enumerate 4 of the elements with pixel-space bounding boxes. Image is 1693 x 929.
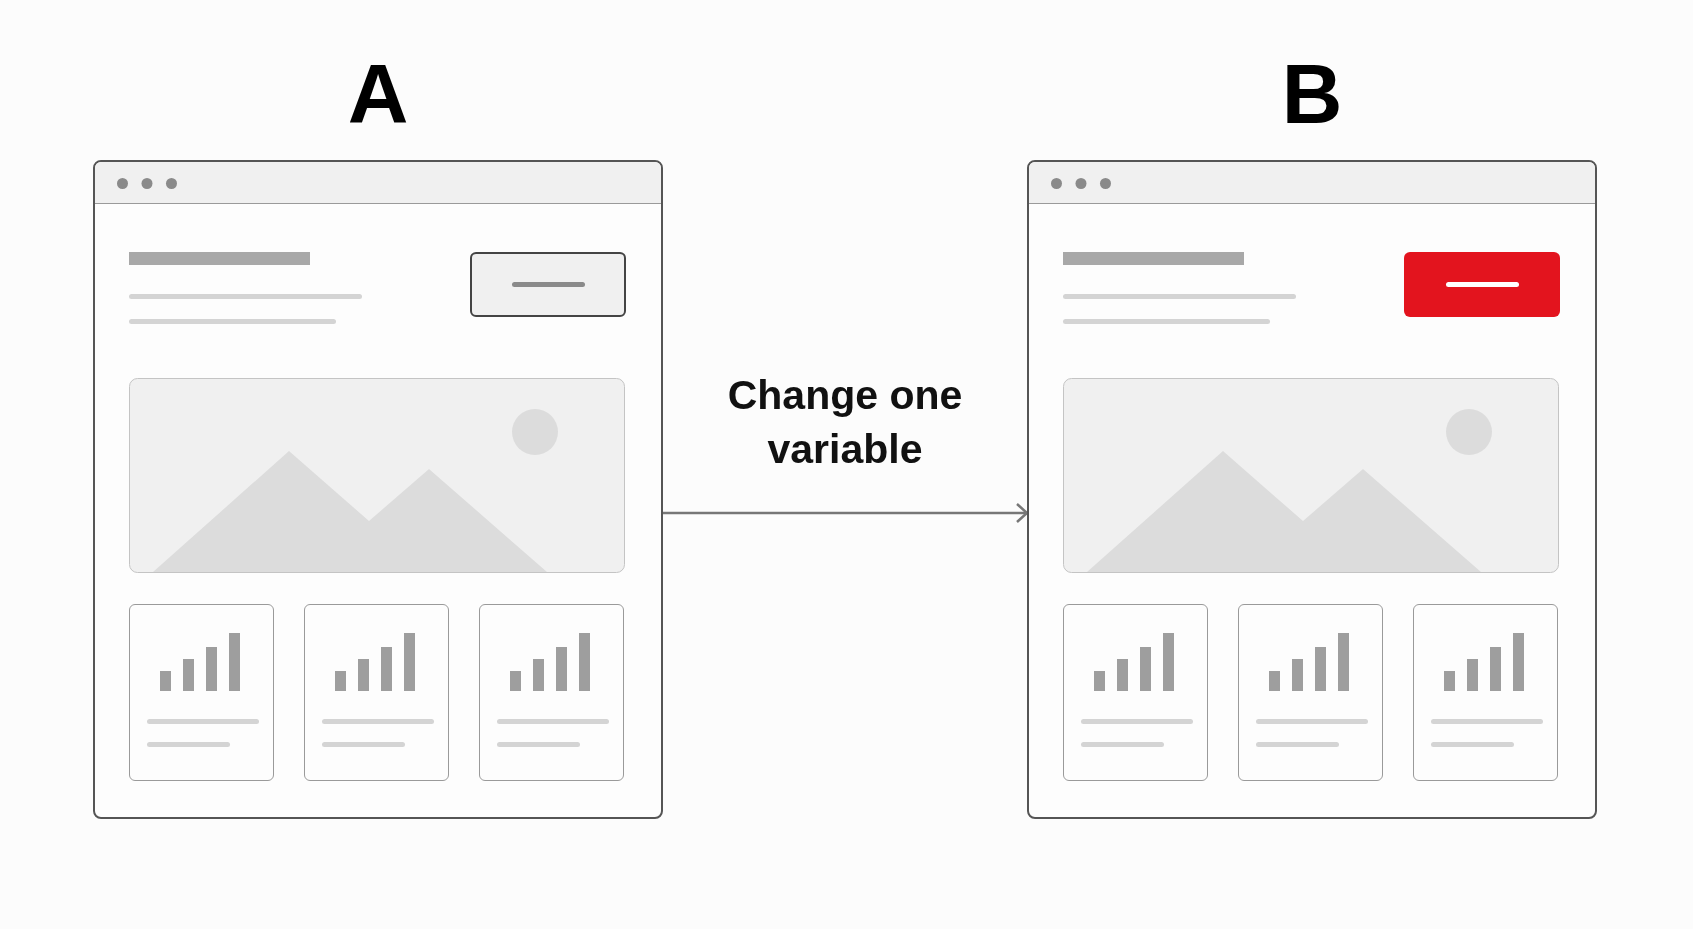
variant-heading: A (347, 52, 409, 136)
edge-label: Change one variable (726, 371, 964, 474)
arrow (663, 502, 1029, 524)
variant-heading: B (1281, 52, 1343, 136)
